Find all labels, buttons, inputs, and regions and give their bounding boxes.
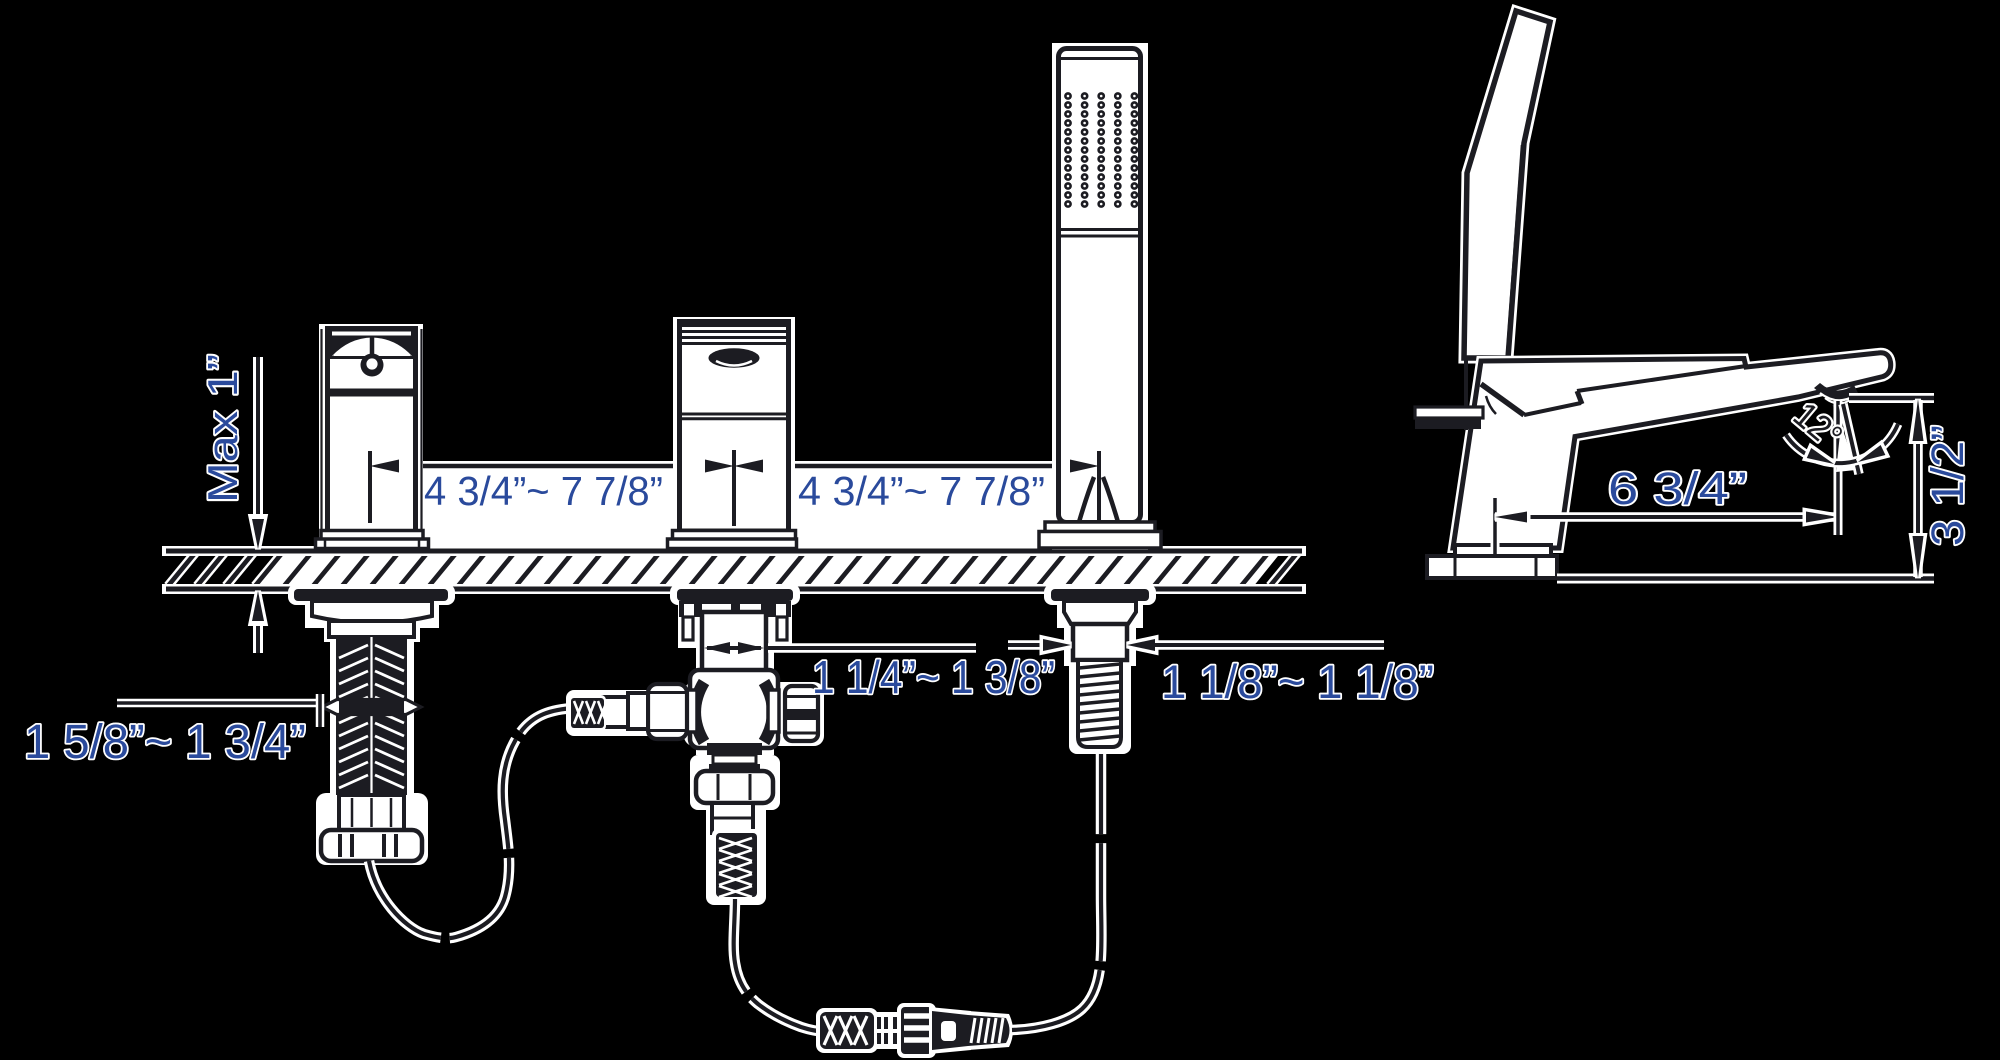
- svg-text:6 3/4”: 6 3/4”: [1608, 463, 1747, 514]
- svg-text:1 1/4”~ 1 3/8”: 1 1/4”~ 1 3/8”: [812, 651, 1055, 703]
- svg-text:1 1/8”~ 1 1/8”: 1 1/8”~ 1 1/8”: [1161, 655, 1434, 708]
- svg-text:1 5/8”~ 1 3/4”: 1 5/8”~ 1 3/4”: [24, 716, 306, 769]
- svg-text:3 1/2”: 3 1/2”: [1922, 425, 1973, 546]
- svg-text:Max 1”: Max 1”: [199, 354, 246, 503]
- svg-text:4 3/4”~ 7 7/8”: 4 3/4”~ 7 7/8”: [798, 468, 1045, 514]
- svg-text:4 3/4”~ 7 7/8”: 4 3/4”~ 7 7/8”: [424, 468, 663, 514]
